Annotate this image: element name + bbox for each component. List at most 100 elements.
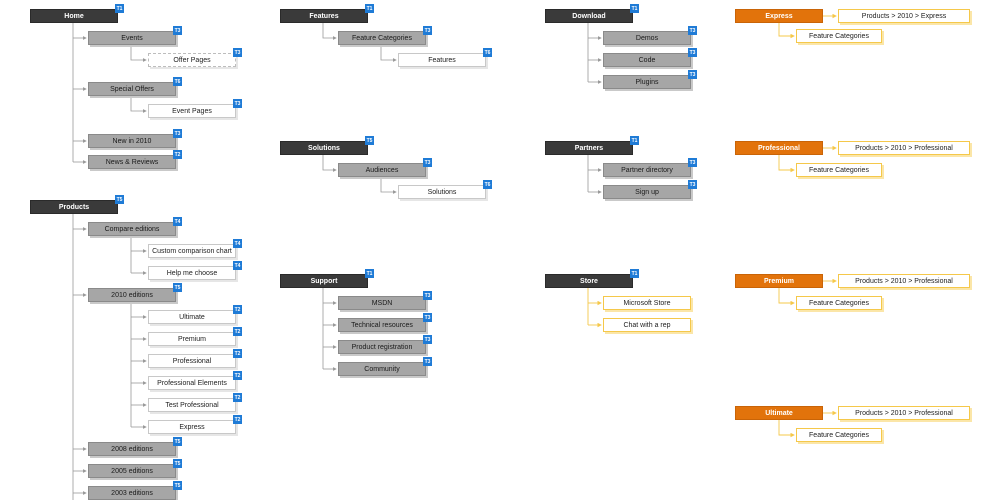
node-label: News & Reviews [105, 158, 159, 166]
node-solutions-leaf[interactable]: Solutions T6 [398, 180, 492, 199]
node-compare-editions[interactable]: Compare editions T4 [88, 217, 182, 236]
template-badge: T3 [423, 26, 432, 35]
node-label: Special Offers [110, 85, 154, 93]
node-msdn[interactable]: MSDN T3 [338, 291, 432, 310]
template-badge: T1 [115, 4, 124, 13]
node-solutions-root[interactable]: Solutions T5 [280, 136, 374, 155]
node-label: Offer Pages [173, 56, 211, 64]
node-label: Professional [172, 357, 212, 365]
node-label: Audiences [365, 166, 399, 174]
node-2010-editions[interactable]: 2010 editions T5 [88, 283, 182, 302]
node-ultimate[interactable]: Ultimate T2 [148, 305, 242, 324]
node-download[interactable]: Download T1 [545, 4, 639, 23]
node-premium-panel[interactable]: Premium [735, 274, 823, 288]
template-badge: T1 [365, 4, 374, 13]
node-professional-path[interactable]: Products > 2010 > Professional [838, 141, 970, 155]
node-features-root[interactable]: Features T1 [280, 4, 374, 23]
node-label: Feature Categories [809, 32, 869, 40]
node-label: Solutions [308, 144, 340, 152]
node-express-panel[interactable]: Express [735, 9, 823, 23]
template-badge: T2 [233, 371, 242, 380]
node-label: Express [179, 423, 205, 431]
node-express-feature-categories[interactable]: Feature Categories [796, 29, 882, 43]
node-label: MSDN [371, 299, 393, 307]
node-label: Download [572, 12, 606, 20]
node-plugins[interactable]: Plugins T3 [603, 70, 697, 89]
node-partner-directory[interactable]: Partner directory T3 [603, 158, 697, 177]
node-label: Sign up [635, 188, 659, 196]
node-2003-editions[interactable]: 2003 editions T5 [88, 481, 182, 500]
node-label: Events [121, 34, 143, 42]
node-label: 2005 editions [111, 467, 153, 475]
template-badge: T4 [233, 261, 242, 270]
node-audiences[interactable]: Audiences T3 [338, 158, 432, 177]
node-2008-editions[interactable]: 2008 editions T5 [88, 437, 182, 456]
node-feature-categories[interactable]: Feature Categories T3 [338, 26, 432, 45]
node-home[interactable]: Home T1 [30, 4, 124, 23]
template-badge: T1 [630, 136, 639, 145]
node-label: Custom comparison chart [152, 247, 232, 255]
node-express-path[interactable]: Products > 2010 > Express [838, 9, 970, 23]
node-label: Home [64, 12, 84, 20]
node-label: Products > 2010 > Express [861, 12, 947, 20]
template-badge: T3 [688, 48, 697, 57]
node-products[interactable]: Products T5 [30, 195, 124, 214]
node-sign-up[interactable]: Sign up T3 [603, 180, 697, 199]
template-badge: T5 [173, 283, 182, 292]
node-label: Ultimate [765, 409, 793, 417]
node-label: Products > 2010 > Professional [855, 277, 953, 285]
node-label: Feature Categories [809, 166, 869, 174]
node-custom-comparison-chart[interactable]: Custom comparison chart T4 [148, 239, 242, 258]
node-label: Premium [177, 335, 206, 343]
node-news-reviews[interactable]: News & Reviews T2 [88, 150, 182, 169]
node-ultimate-feature-categories[interactable]: Feature Categories [796, 428, 882, 442]
node-label: Express [765, 12, 793, 20]
node-store[interactable]: Store T1 [545, 269, 639, 288]
node-technical-resources[interactable]: Technical resources T3 [338, 313, 432, 332]
template-badge: T3 [233, 48, 242, 57]
node-community[interactable]: Community T3 [338, 357, 432, 376]
node-help-me-choose[interactable]: Help me choose T4 [148, 261, 242, 280]
node-product-registration[interactable]: Product registration T3 [338, 335, 432, 354]
node-new-in-2010[interactable]: New in 2010 T3 [88, 129, 182, 148]
node-label: Products > 2010 > Professional [855, 409, 953, 417]
node-label: Feature Categories [352, 34, 412, 42]
node-professional-feature-categories[interactable]: Feature Categories [796, 163, 882, 177]
node-professional[interactable]: Professional T2 [148, 349, 242, 368]
template-badge: T3 [233, 99, 242, 108]
node-features-leaf[interactable]: Features T6 [398, 48, 492, 67]
template-badge: T4 [233, 239, 242, 248]
template-badge: T3 [423, 357, 432, 366]
template-badge: T4 [173, 217, 182, 226]
node-special-offers[interactable]: Special Offers T6 [88, 77, 182, 96]
node-label: Premium [764, 277, 794, 285]
node-code[interactable]: Code T3 [603, 48, 697, 67]
node-events[interactable]: Events T3 [88, 26, 182, 45]
node-offer-pages[interactable]: Offer Pages T3 [148, 48, 242, 67]
node-ultimate-path[interactable]: Products > 2010 > Professional [838, 406, 970, 420]
node-label: Partners [574, 144, 604, 152]
node-premium[interactable]: Premium T2 [148, 327, 242, 346]
node-express[interactable]: Express T2 [148, 415, 242, 434]
template-badge: T1 [630, 4, 639, 13]
node-label: Solutions [427, 188, 457, 196]
node-chat-with-rep[interactable]: Chat with a rep [603, 318, 691, 332]
node-partners[interactable]: Partners T1 [545, 136, 639, 155]
node-label: Partner directory [621, 166, 673, 174]
node-test-professional[interactable]: Test Professional T2 [148, 393, 242, 412]
node-premium-path[interactable]: Products > 2010 > Professional [838, 274, 970, 288]
template-badge: T2 [233, 327, 242, 336]
node-professional-elements[interactable]: Professional Elements T2 [148, 371, 242, 390]
node-2005-editions[interactable]: 2005 editions T5 [88, 459, 182, 478]
template-badge: T1 [365, 269, 374, 278]
template-badge: T3 [423, 335, 432, 344]
node-ultimate-panel[interactable]: Ultimate [735, 406, 823, 420]
node-support[interactable]: Support T1 [280, 269, 374, 288]
node-demos[interactable]: Demos T3 [603, 26, 697, 45]
node-event-pages[interactable]: Event Pages T3 [148, 99, 242, 118]
node-professional-panel[interactable]: Professional [735, 141, 823, 155]
node-microsoft-store[interactable]: Microsoft Store [603, 296, 691, 310]
node-label: Help me choose [166, 269, 218, 277]
node-premium-feature-categories[interactable]: Feature Categories [796, 296, 882, 310]
node-label: 2003 editions [111, 489, 153, 497]
